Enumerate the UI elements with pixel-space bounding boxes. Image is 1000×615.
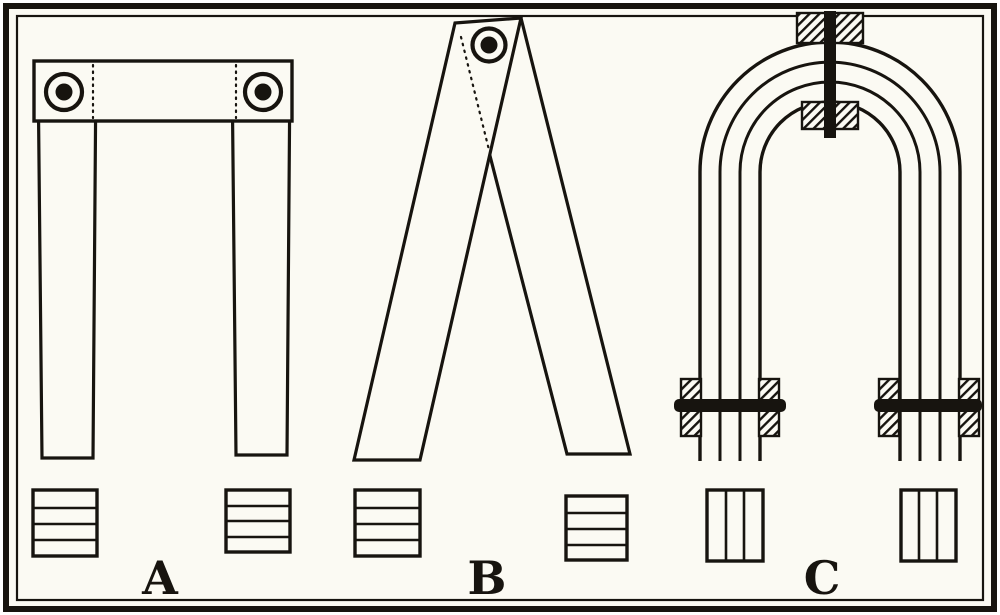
bolt-head-right: [254, 83, 272, 101]
hidden-edge-dotted-line: [459, 35, 491, 152]
section-b-left: [353, 488, 422, 558]
section-a-left: [31, 488, 99, 558]
top-clamp: [795, 11, 865, 138]
bolt-head-left: [55, 83, 73, 101]
left-leg-clamp: [674, 377, 786, 438]
section-c-right: [899, 488, 958, 563]
panel-label-a: A: [141, 551, 179, 605]
clamp-bolt-bar: [874, 399, 982, 412]
trestle-b: [351, 16, 633, 462]
right-leg-clamp: [874, 377, 982, 438]
section-outline: [705, 488, 765, 563]
panel-label-b: B: [468, 551, 507, 605]
inner-frame: [15, 14, 985, 602]
clamp-bolt-bar: [674, 399, 786, 412]
section-c-left: [705, 488, 765, 563]
section-b-right: [564, 494, 629, 562]
clamp-bolt: [824, 11, 836, 138]
pivot-bolt-head: [480, 36, 498, 54]
trestle-a: [32, 59, 294, 460]
section-outline: [899, 488, 958, 563]
panel-label-c: C: [804, 551, 841, 605]
trestle-b-left-leg: [351, 16, 524, 462]
section-a-right: [224, 488, 292, 554]
